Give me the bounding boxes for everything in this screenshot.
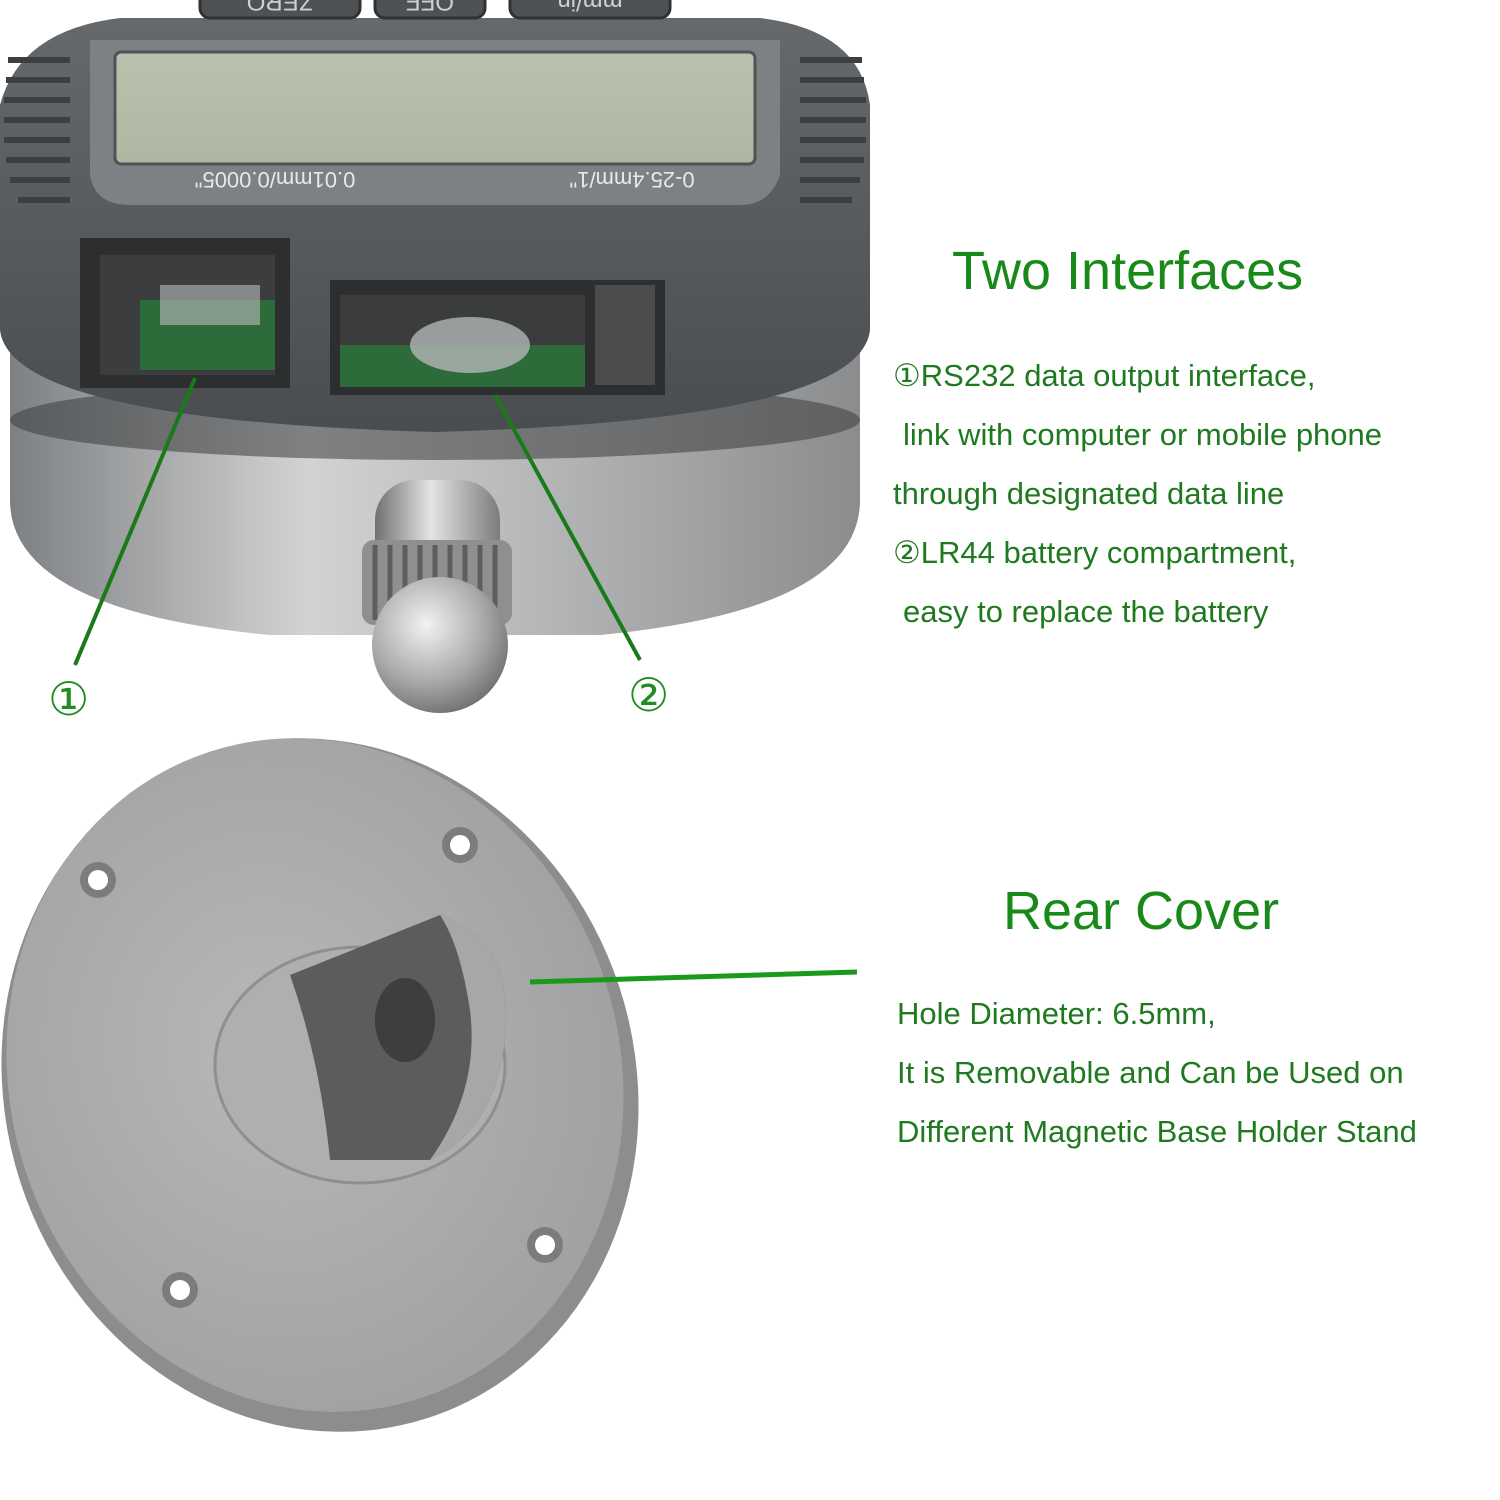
gauge-stem: [362, 480, 512, 713]
mm-in-button: [508, 0, 672, 20]
ball-tip: [372, 577, 508, 713]
rs232-port-window: [80, 238, 290, 388]
interfaces-line-2: link with computer or mobile phone: [903, 417, 1383, 452]
resolution-label: 0.01mm/0.0005": [195, 167, 356, 192]
interfaces-line-1: ①RS232 data output interface,: [893, 358, 1316, 393]
mounting-hole: [375, 978, 435, 1062]
callout-marker-2: ②: [628, 668, 670, 722]
rear-cover-plate: [1, 738, 639, 1432]
rear-cover-line-2: It is Removable and Can be Used on: [897, 1055, 1404, 1090]
interfaces-line-4: ②LR44 battery compartment,: [893, 535, 1297, 570]
gauge-face: 0-25.4mm/1" 0.01mm/0.0005": [90, 40, 780, 205]
interfaces-line-3: through designated data line: [893, 476, 1285, 511]
callout-line-2: [493, 394, 642, 661]
interfaces-title: Two Interfaces: [952, 241, 1304, 301]
mm-in-button-label: mm/in: [557, 0, 622, 15]
off-button: [373, 0, 487, 20]
lcd-screen: [113, 50, 757, 166]
gauge-buttons: ZERO OFF mm/in: [198, 0, 672, 20]
zero-button: [198, 0, 362, 20]
callout-line-rear: [529, 969, 858, 985]
callout-line-1: [73, 377, 197, 666]
range-label: 0-25.4mm/1": [569, 167, 694, 192]
rear-cover-line-1: Hole Diameter: 6.5mm,: [897, 996, 1216, 1031]
rear-cover-title: Rear Cover: [1003, 881, 1280, 941]
interfaces-line-5: easy to replace the battery: [903, 594, 1269, 629]
rear-cover-line-3: Different Magnetic Base Holder Stand: [897, 1114, 1417, 1149]
zero-button-label: ZERO: [247, 0, 314, 15]
callout-marker-1: ①: [48, 672, 90, 726]
off-button-label: OFF: [406, 0, 454, 15]
battery-compartment-window: [330, 280, 665, 395]
